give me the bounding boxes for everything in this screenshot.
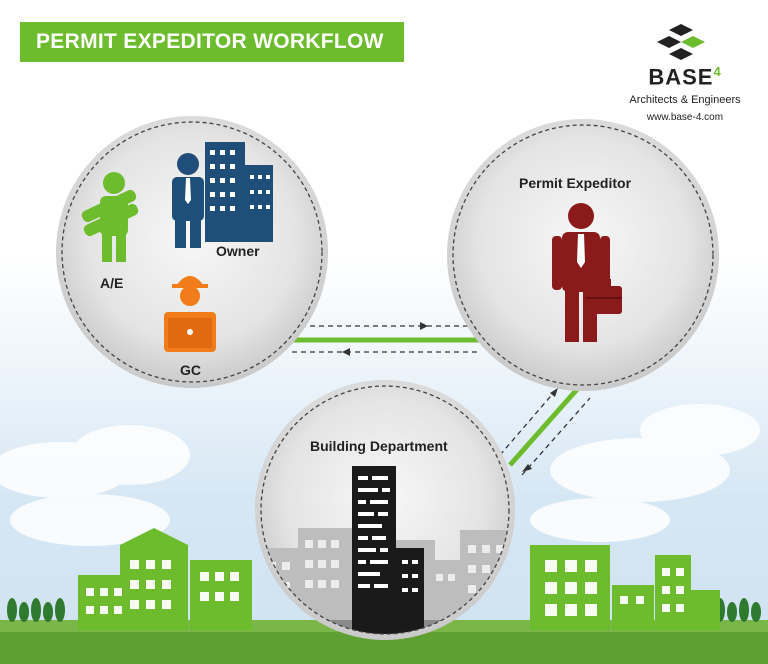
title-banner: PERMIT EXPEDITOR WORKFLOW [20, 22, 404, 62]
office-building-icon [205, 142, 273, 242]
company-logo: BASE4 Architects & Engineers www.base-4.… [620, 22, 750, 132]
ae-label: A/E [100, 275, 124, 291]
expeditor-icon [552, 203, 622, 342]
department-circle [255, 380, 515, 640]
owner-icon [172, 153, 204, 248]
architect-engineer-icon [81, 172, 139, 262]
expeditor-circle [447, 119, 719, 391]
logo-tagline: Architects & Engineers [629, 94, 741, 106]
expeditor-label: Permit Expeditor [519, 175, 632, 191]
logo-icon [657, 24, 705, 60]
contractor-icon [164, 276, 216, 352]
flow-arrows [290, 322, 591, 476]
owner-label: Owner [216, 243, 260, 259]
stakeholders-circle [56, 116, 328, 388]
gc-label: GC [180, 362, 201, 378]
logo-website: www.base-4.com [646, 112, 724, 123]
department-label: Building Department [310, 438, 448, 454]
clouds [0, 404, 760, 546]
page-title: PERMIT EXPEDITOR WORKFLOW [36, 30, 384, 53]
logo-brand: BASE4 [648, 64, 722, 90]
